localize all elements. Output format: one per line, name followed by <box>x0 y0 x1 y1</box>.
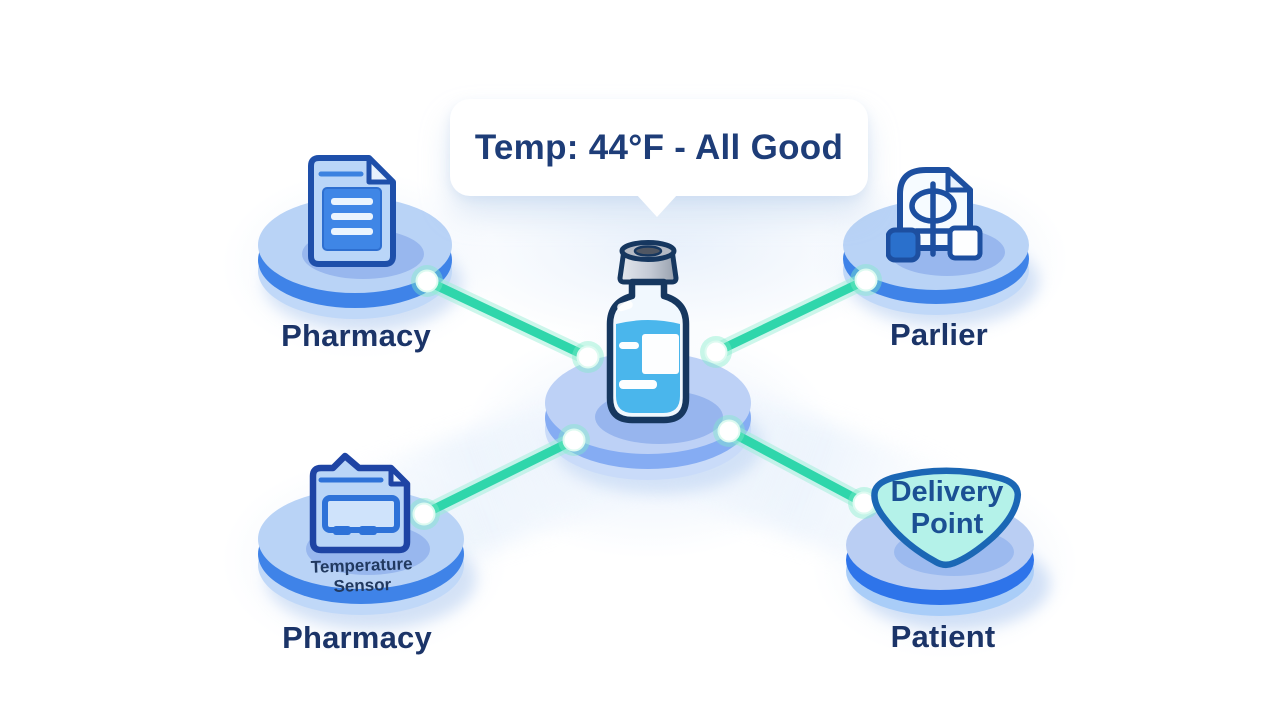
tooltip-tail <box>636 194 678 217</box>
label-pharmacy-bottom: Pharmacy <box>282 620 432 655</box>
label-parlier: Parlier <box>890 317 988 352</box>
document-icon <box>308 155 396 267</box>
delivery-shield-badge <box>871 467 1022 569</box>
label-patient: Patient <box>890 619 996 654</box>
label-pharmacy-top: Pharmacy <box>281 318 431 353</box>
delivery-point-badge-label: Delivery Point <box>890 476 1004 541</box>
temperature-tooltip: Temp: 44°F - All Good <box>450 99 868 217</box>
vaccine-vial-icon <box>606 240 690 424</box>
temperature-sensor-caption: Temperature Sensor <box>310 554 413 596</box>
tooltip-text: Temp: 44°F - All Good <box>474 127 844 167</box>
temperature-sensor-icon <box>309 452 411 554</box>
shipment-document-icon <box>886 167 983 263</box>
